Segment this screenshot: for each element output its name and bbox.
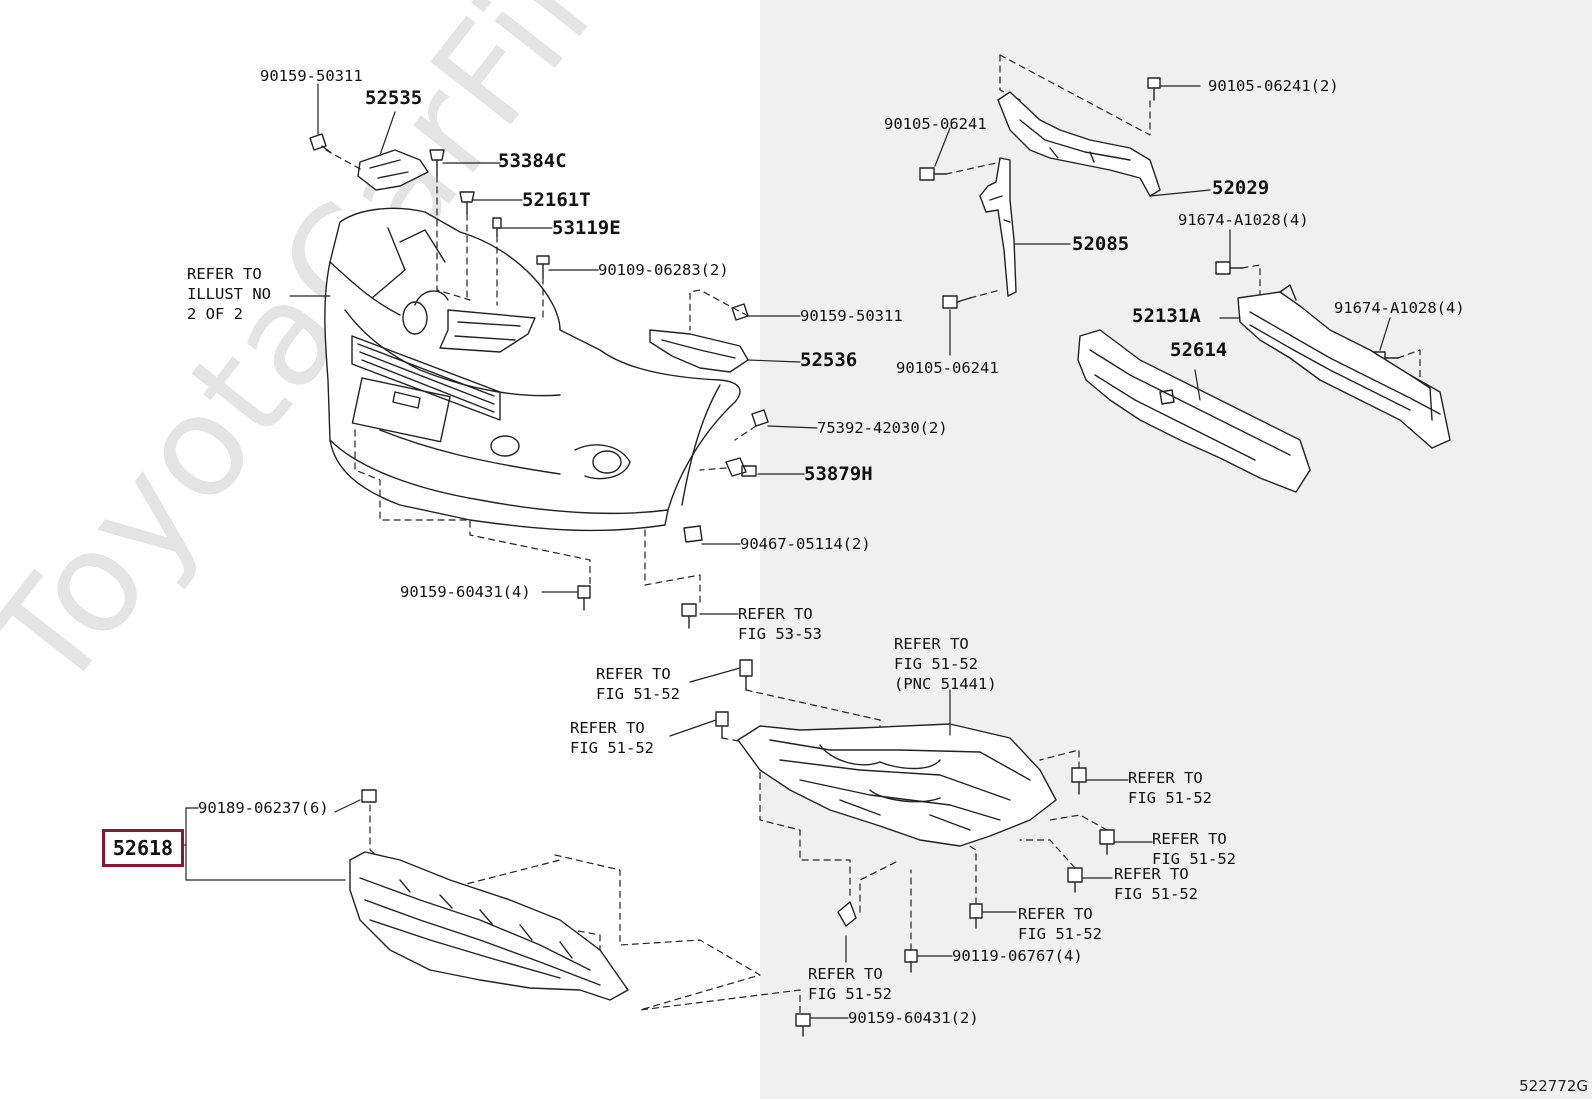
label-90105-06241-2[interactable]: 90105-06241(2) [1208,77,1339,95]
label-90159-50311-a[interactable]: 90159-50311 [260,67,363,85]
reinforcement-52131A [1237,284,1451,449]
label-52614[interactable]: 52614 [1170,339,1228,361]
label-75392-42030[interactable]: 75392-42030(2) [817,419,948,437]
grille-bracket [439,309,536,353]
fastener-icons [309,77,1399,1037]
engine-under-cover [737,723,1057,847]
label-52536[interactable]: 52536 [800,349,858,371]
leader-lines [177,83,1391,1019]
label-90159-60431-2[interactable]: 90159-60431(2) [848,1009,979,1027]
label-53119E[interactable]: 53119E [552,217,621,239]
label-52085[interactable]: 52085 [1072,233,1130,255]
diagram-code: 522772G [1519,1077,1588,1095]
label-90119-06767[interactable]: 90119-06767(4) [952,947,1083,965]
selected-part-52618[interactable]: 52618 [102,829,184,867]
dashed-leaders [325,54,1441,1015]
bracket-52536 [649,329,749,373]
refer-fig-53-53[interactable]: REFER TO FIG 53-53 [738,605,822,643]
bracket-52535 [357,149,429,191]
refer-fig-51-52-f[interactable]: REFER TO FIG 51-52 [1018,905,1102,943]
label-53384C[interactable]: 53384C [498,150,567,172]
refer-fig-51-52-e[interactable]: REFER TO FIG 51-52 [1114,865,1198,903]
label-90467-05114[interactable]: 90467-05114(2) [740,535,871,553]
bumper-cover-52119 [324,207,741,532]
label-90105-06241-bot[interactable]: 90105-06241 [896,359,999,377]
under-cover-52618 [349,851,629,1001]
label-91674-A1028-b[interactable]: 91674-A1028(4) [1334,299,1465,317]
label-90109-06283[interactable]: 90109-06283(2) [598,261,729,279]
absorber-52614 [1077,329,1311,493]
refer-fig-51-52-g[interactable]: REFER TO FIG 51-52 [808,965,892,1003]
label-52131A[interactable]: 52131A [1132,305,1201,327]
label-52535[interactable]: 52535 [365,87,423,109]
label-52029[interactable]: 52029 [1212,177,1270,199]
refer-fig-51-52-pnc[interactable]: REFER TO FIG 51-52 (PNC 51441) [894,635,997,693]
label-90159-60431-4[interactable]: 90159-60431(4) [400,583,531,601]
label-90189-06237[interactable]: 90189-06237(6) [198,799,329,817]
support-52085 [979,157,1017,297]
refer-fig-51-52-c[interactable]: REFER TO FIG 51-52 [1128,769,1212,807]
label-90105-06241-top[interactable]: 90105-06241 [884,115,987,133]
label-90159-50311-b[interactable]: 90159-50311 [800,307,903,325]
shaded-panel [760,0,1592,1099]
refer-fig-51-52-a[interactable]: REFER TO FIG 51-52 [596,665,680,703]
refer-fig-51-52-b[interactable]: REFER TO FIG 51-52 [570,719,654,757]
label-53879H[interactable]: 53879H [804,463,873,485]
label-91674-A1028-a[interactable]: 91674-A1028(4) [1178,211,1309,229]
refer-fig-51-52-d[interactable]: REFER TO FIG 51-52 [1152,830,1236,868]
refer-illust-note: REFER TO ILLUST NO 2 OF 2 [187,265,271,323]
label-52161T[interactable]: 52161T [522,189,591,211]
support-52029 [997,91,1161,197]
